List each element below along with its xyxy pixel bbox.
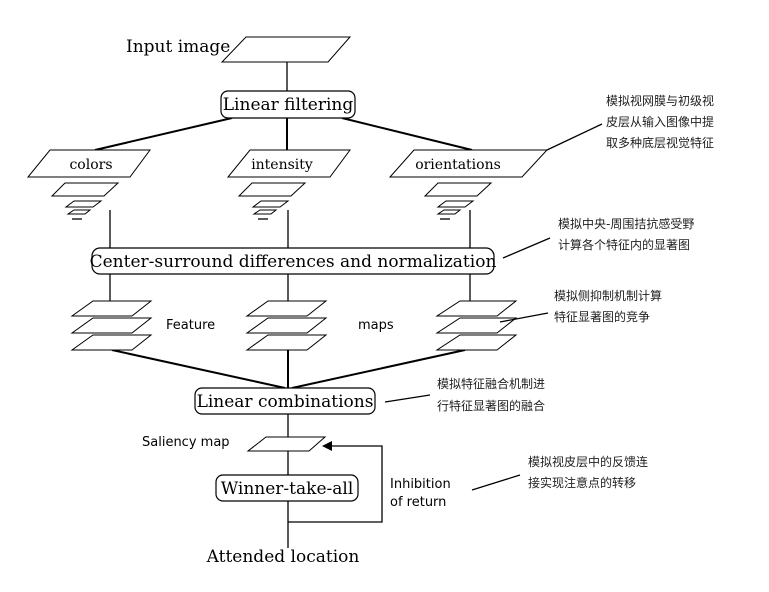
colors-pyramid-level-1: [50, 182, 120, 197]
feature-maps-left: [70, 300, 153, 351]
annotation-fusion-pointer: [384, 394, 431, 403]
annotation-retina-line1: 模拟视网膜与初级视: [606, 93, 714, 108]
feature-map-right-3: [435, 334, 518, 351]
feature-map-mid-3: [245, 334, 328, 351]
intensity-pyramid-level-3: [252, 209, 278, 215]
connector-filtering-to-colors: [94, 117, 233, 151]
center-surround-label: Center-surround differences and normaliz…: [90, 252, 497, 272]
annotation-center-surround: 模拟中央-周围拮抗感受野 计算各个特征内的显著图: [502, 216, 694, 259]
winner-take-all-box: [215, 474, 359, 502]
annotation-lateral-inhibition-line1: 模拟侧抑制机制计算: [554, 288, 662, 303]
connector-feature-right-to-lc: [291, 349, 466, 389]
feature-map-mid-1: [245, 300, 328, 317]
saliency-map-plane: [246, 436, 327, 452]
inhibition-arrowhead: [322, 441, 332, 451]
connectors: [94, 62, 473, 548]
annotation-feedback-pointer: [471, 474, 521, 491]
colors-branch: colors: [26, 149, 151, 220]
intensity-pyramid-level-2: [251, 200, 290, 208]
annotation-center-surround-line1: 模拟中央-周围拮抗感受野: [558, 216, 694, 231]
saliency-map-label: Saliency map: [142, 435, 230, 450]
feature-maps-right: [435, 300, 518, 351]
inhibition-label-line2: of return: [390, 495, 446, 510]
orientations-pyramid-level-2: [436, 200, 475, 208]
feature-map-left-1: [70, 300, 153, 317]
orientations-plane: [388, 149, 549, 178]
orientations-pyramid-level-3: [436, 209, 462, 215]
annotation-feedback-line2: 接实现注意点的转移: [528, 475, 636, 490]
annotation-retina-line3: 取多种底层视觉特征: [606, 135, 714, 150]
input-image-plane: [220, 36, 352, 63]
attended-location-label: Attended location: [206, 547, 360, 567]
annotation-lateral-inhibition: 模拟侧抑制机制计算 特征显著图的竞争: [499, 288, 662, 324]
linear-combinations-label: Linear combinations: [197, 392, 374, 412]
annotation-lateral-inhibition-pointer: [499, 312, 549, 323]
connector-feature-left-to-lc: [111, 349, 286, 389]
colors-pyramid-level-3: [66, 209, 92, 215]
colors-label: colors: [69, 157, 112, 173]
center-surround-box: [91, 247, 495, 275]
annotation-lateral-inhibition-line2: 特征显著图的竞争: [554, 309, 650, 324]
input-image-label: Input image: [126, 37, 230, 57]
feature-label: Feature: [166, 318, 215, 333]
maps-label: maps: [358, 318, 394, 333]
colors-pyramid-level-2: [64, 200, 103, 208]
orientations-label: orientations: [415, 157, 501, 173]
annotation-retina: 模拟视网膜与初级视 皮层从输入图像中提 取多种底层视觉特征: [546, 93, 714, 151]
annotation-feedback-line1: 模拟视皮层中的反馈连: [528, 454, 648, 469]
annotation-fusion: 模拟特征融合机制进 行特征显著图的融合: [384, 376, 545, 413]
inhibition-label-line1: Inhibition: [390, 477, 451, 492]
linear-filtering-box: [220, 90, 356, 119]
annotation-center-surround-pointer: [502, 237, 551, 259]
feature-map-left-2: [70, 317, 153, 334]
feature-map-right-1: [435, 300, 518, 317]
annotation-retina-line2: 皮层从输入图像中提: [606, 114, 714, 129]
connector-filtering-to-orientations: [341, 117, 473, 151]
linear-filtering-label: Linear filtering: [223, 95, 354, 115]
feature-maps-mid: [245, 300, 328, 351]
annotation-feedback: 模拟视皮层中的反馈连 接实现注意点的转移: [471, 454, 648, 491]
inhibition-loop-line: [288, 445, 383, 523]
winner-take-all-label: Winner-take-all: [221, 479, 354, 499]
orientations-pyramid-level-1: [423, 182, 493, 197]
linear-combinations-box: [194, 387, 376, 415]
feature-map-left-3: [70, 334, 153, 351]
intensity-plane: [226, 149, 351, 178]
intensity-branch: intensity: [226, 149, 351, 220]
orientations-branch: orientations: [388, 149, 549, 220]
colors-plane: [26, 149, 151, 178]
annotation-retina-pointer: [546, 123, 603, 151]
intensity-label: intensity: [251, 157, 313, 173]
feature-map-right-2: [435, 317, 518, 334]
annotation-center-surround-line2: 计算各个特征内的显著图: [558, 237, 690, 252]
intensity-pyramid-level-1: [237, 182, 307, 197]
annotation-fusion-line2: 行特征显著图的融合: [437, 398, 545, 413]
annotation-fusion-line1: 模拟特征融合机制进: [437, 376, 545, 391]
feature-map-mid-2: [245, 317, 328, 334]
